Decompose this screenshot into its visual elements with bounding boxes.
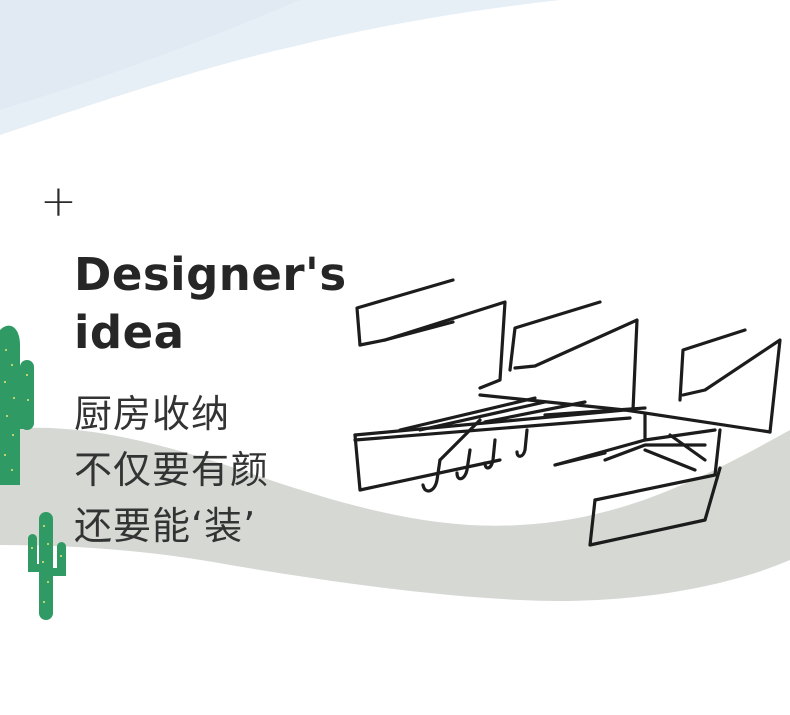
cactus-large-icon xyxy=(0,325,34,485)
cactus-small-icon xyxy=(28,512,66,620)
sky-blob-fade xyxy=(0,0,300,110)
ground-wave xyxy=(0,427,790,601)
plus-decoration: + xyxy=(40,176,77,227)
headline-line-1: Designer's xyxy=(74,248,347,301)
headline-line-2: idea xyxy=(74,306,185,359)
wire-rack-illustration-icon xyxy=(353,278,782,547)
tagline-line-2: 不仅要有颜 xyxy=(74,448,270,492)
tagline-line-1: 厨房收纳 xyxy=(74,392,231,436)
tagline: 厨房收纳 不仅要有颜 还要能‘装’ xyxy=(74,386,269,554)
headline: Designer's idea xyxy=(74,246,347,362)
tagline-line-3: 还要能‘装’ xyxy=(74,504,257,548)
